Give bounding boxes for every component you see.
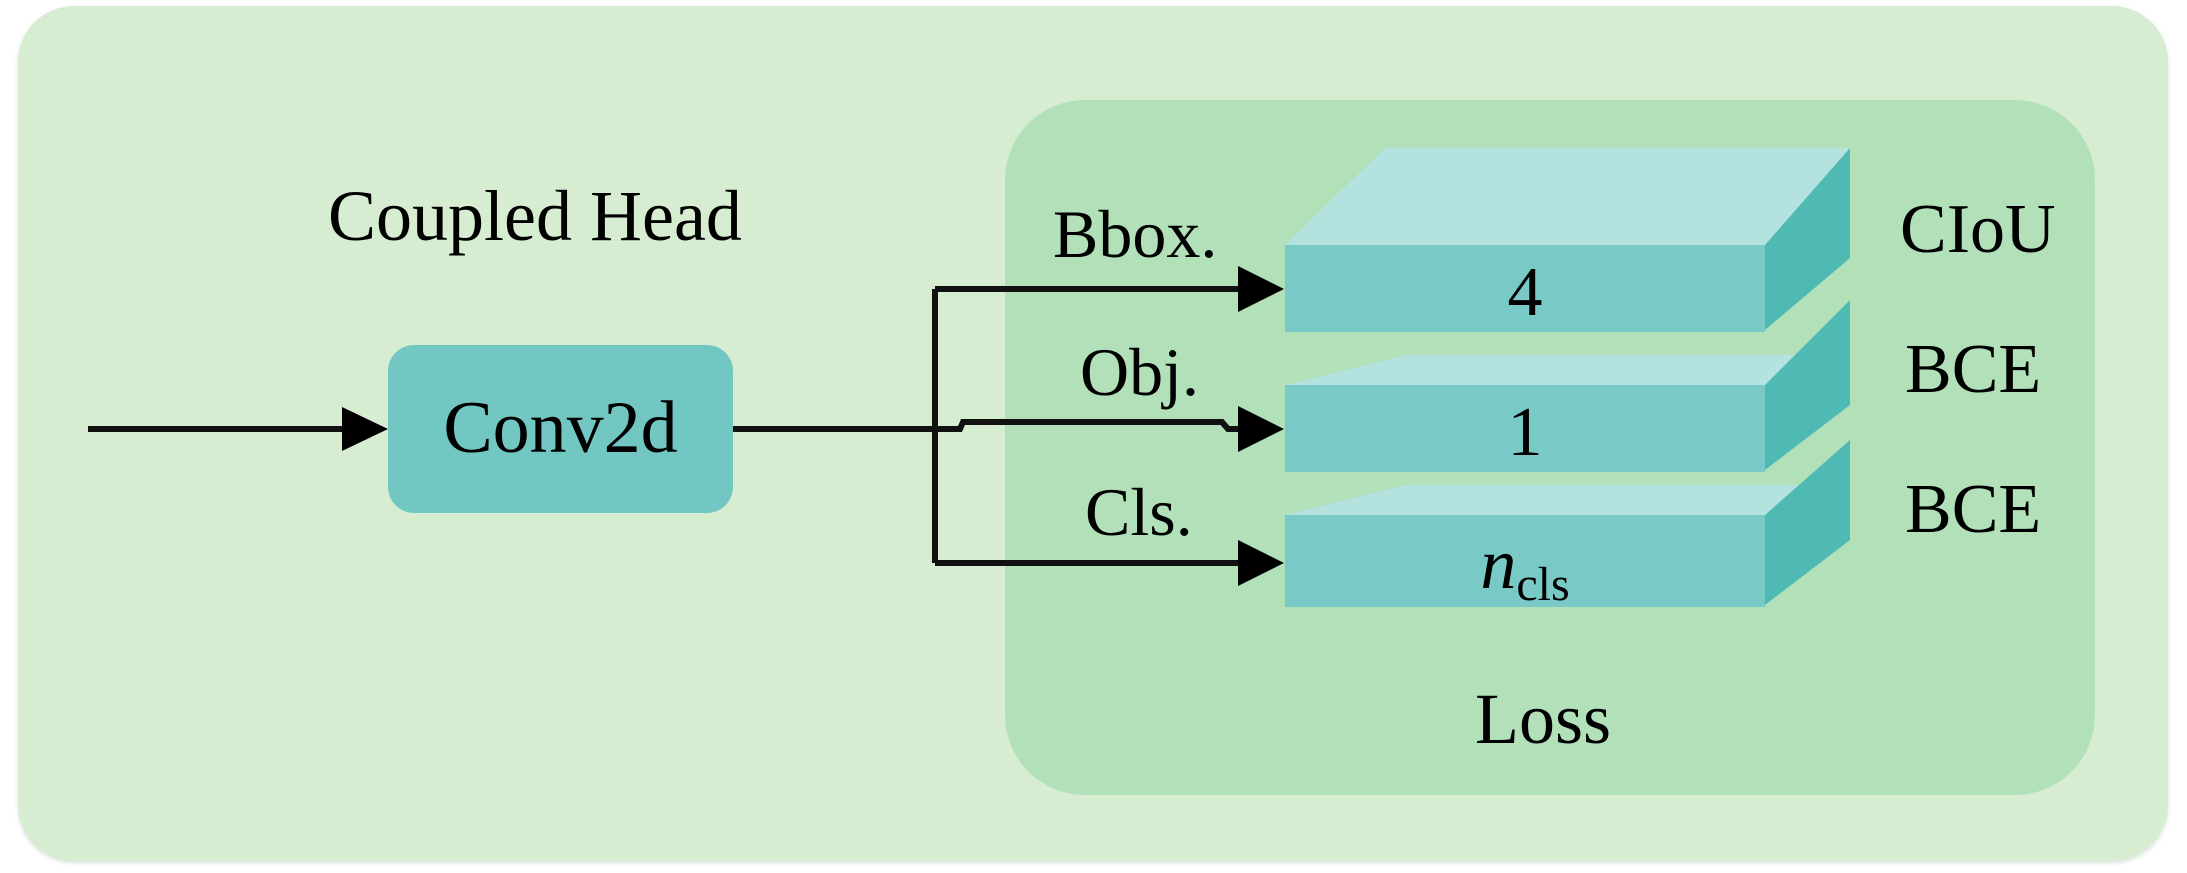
- branch-label-obj: Obj.: [1080, 334, 1199, 410]
- bbox-block-front: [1285, 245, 1765, 332]
- cls-channels-base: n: [1480, 524, 1517, 604]
- coupled-head-title: Coupled Head: [328, 176, 742, 256]
- output-block-stack: [1285, 148, 1850, 607]
- cls-channels: ncls: [1285, 528, 1765, 609]
- obj-channels: 1: [1507, 394, 1543, 471]
- cls-channels-subscript: cls: [1516, 558, 1570, 611]
- branch-wires: [733, 286, 1245, 566]
- obj-arrowhead: [1238, 406, 1284, 452]
- bbox-block-top: [1285, 148, 1850, 245]
- branch-label-bbox: Bbox.: [1053, 196, 1218, 272]
- loss-panel-label: Loss: [1475, 679, 1612, 759]
- obj-block-side: [1765, 300, 1850, 470]
- loss-name-obj: BCE: [1905, 331, 2042, 408]
- branch-label-cls: Cls.: [1085, 474, 1193, 550]
- cls-block-side: [1765, 440, 1850, 605]
- obj-block-front: [1285, 385, 1765, 472]
- cls-arrowhead: [1238, 540, 1284, 586]
- loss-name-cls: BCE: [1905, 471, 2042, 548]
- obj-block-top: [1285, 355, 1850, 385]
- bbox-block-side: [1765, 148, 1850, 330]
- conv2d-block: Conv2d: [388, 345, 733, 513]
- bbox-arrowhead: [1238, 266, 1284, 312]
- conv2d-label: Conv2d: [443, 387, 678, 469]
- cls-block-top: [1285, 485, 1850, 515]
- input-arrow: [88, 407, 388, 451]
- bbox-channels: 4: [1507, 254, 1543, 331]
- loss-name-bbox: CIoU: [1900, 191, 2056, 268]
- cls-block-front: [1285, 515, 1765, 607]
